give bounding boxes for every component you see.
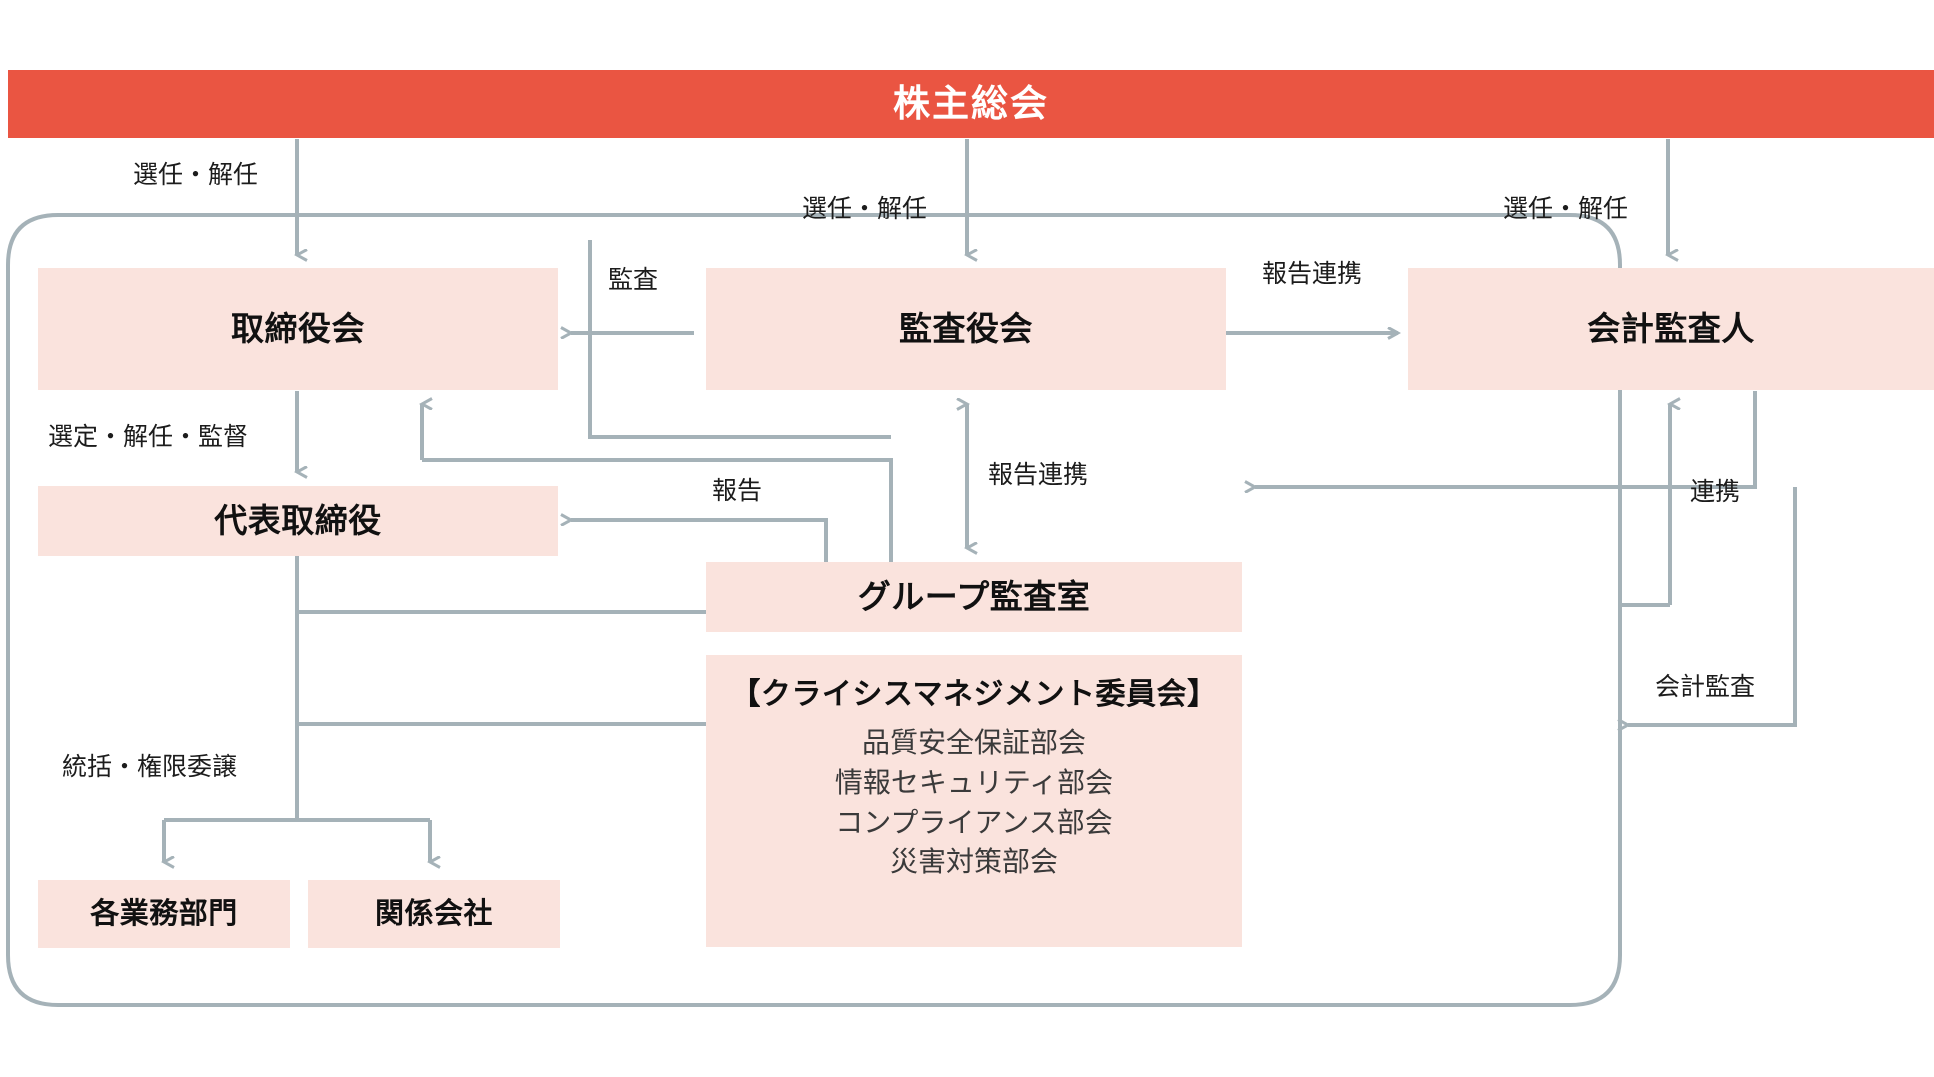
edge-label-audit-board: 監査	[608, 266, 659, 294]
node-accounting-auditor[interactable]: 会計監査人	[1408, 268, 1934, 390]
node-label-affiliated-companies: 関係会社	[374, 897, 493, 930]
edge-label-report: 報告	[712, 477, 763, 505]
node-label-board-of-directors: 取締役会	[231, 310, 365, 348]
node-representative-director[interactable]: 代表取締役	[38, 486, 558, 556]
edge-label-liaison: 連携	[1690, 478, 1741, 506]
node-affiliated-companies[interactable]: 関係会社	[308, 880, 560, 948]
node-group-audit-office[interactable]: グループ監査室	[706, 562, 1242, 632]
edge-frame-to-auditroute	[588, 240, 891, 439]
edge-label-select-dismiss-supervise: 選定・解任・監督	[48, 423, 249, 451]
node-label-audit-and-supervisory-board: 監査役会	[899, 310, 1033, 348]
node-label-business-divisions: 各業務部門	[90, 897, 238, 930]
edge-accounting-audit	[1628, 487, 1797, 725]
node-business-divisions[interactable]: 各業務部門	[38, 880, 290, 948]
node-label-accounting-auditor: 会計監査人	[1587, 310, 1755, 348]
edge-groupaudit-to-board-rail	[422, 458, 893, 562]
subcommittee-disaster-countermeasures: 災害対策部会	[889, 846, 1058, 878]
edge-accountant-to-groupaudit	[1255, 391, 1757, 487]
edge-label-report-liaison-vertical: 報告連携	[988, 461, 1089, 489]
edge-label-appoint-board: 選任・解任	[133, 161, 259, 189]
node-label-representative-director: 代表取締役	[214, 502, 382, 540]
node-label-group-audit-office: グループ監査室	[857, 578, 1091, 616]
outer-frame	[6, 213, 1622, 1007]
subcommittee-information-security: 情報セキュリティ部会	[834, 766, 1114, 798]
edge-label-appoint-accountant: 選任・解任	[1503, 195, 1629, 223]
node-board-of-directors[interactable]: 取締役会	[38, 268, 558, 390]
committee-title: 【クライシスマネジメント委員会】	[730, 678, 1218, 711]
node-crisis-management-committee[interactable]: 【クライシスマネジメント委員会】 品質安全保証部会 情報セキュリティ部会 コンプ…	[706, 655, 1242, 947]
subcommittee-compliance: コンプライアンス部会	[835, 806, 1113, 838]
edge-report-repdirector	[571, 520, 828, 562]
node-label-shareholders-meeting: 株主総会	[893, 82, 1049, 124]
edge-label-appoint-auditboard: 選任・解任	[802, 195, 928, 223]
node-audit-and-supervisory-board[interactable]: 監査役会	[706, 268, 1226, 390]
edge-label-control-delegation: 統括・権限委譲	[62, 753, 238, 781]
subcommittee-quality-safety: 品質安全保証部会	[861, 727, 1086, 758]
node-shareholders-meeting[interactable]: 株主総会	[8, 70, 1934, 138]
edge-label-report-liaison-horizontal: 報告連携	[1262, 260, 1363, 288]
edge-label-accounting-audit: 会計監査	[1655, 673, 1756, 701]
